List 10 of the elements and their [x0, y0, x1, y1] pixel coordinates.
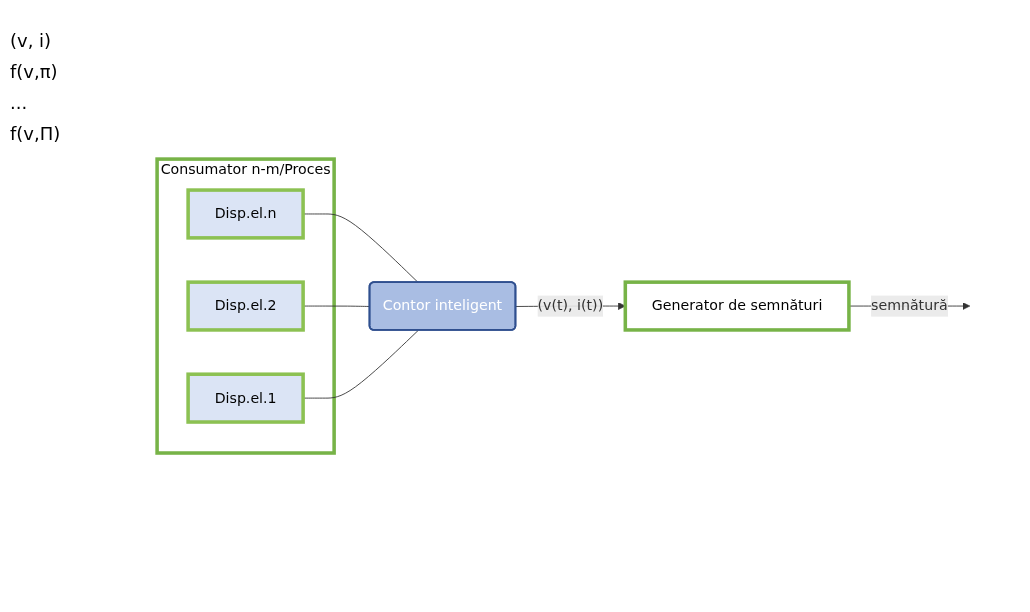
node-box: Disp.el.2	[186, 280, 305, 332]
edge-label: semnătură	[871, 297, 948, 314]
note-text: f(v,π)	[10, 61, 59, 82]
edge-label: (v(t), i(t))	[537, 297, 604, 314]
note-text: (v, i)	[10, 30, 53, 51]
node-box: Disp.el.1	[186, 372, 305, 424]
note-text: f(v,Π)	[10, 123, 62, 144]
note-text: ...	[10, 92, 29, 113]
node-box: Generator de semnături	[623, 280, 851, 332]
node-box: Disp.el.n	[186, 188, 305, 240]
